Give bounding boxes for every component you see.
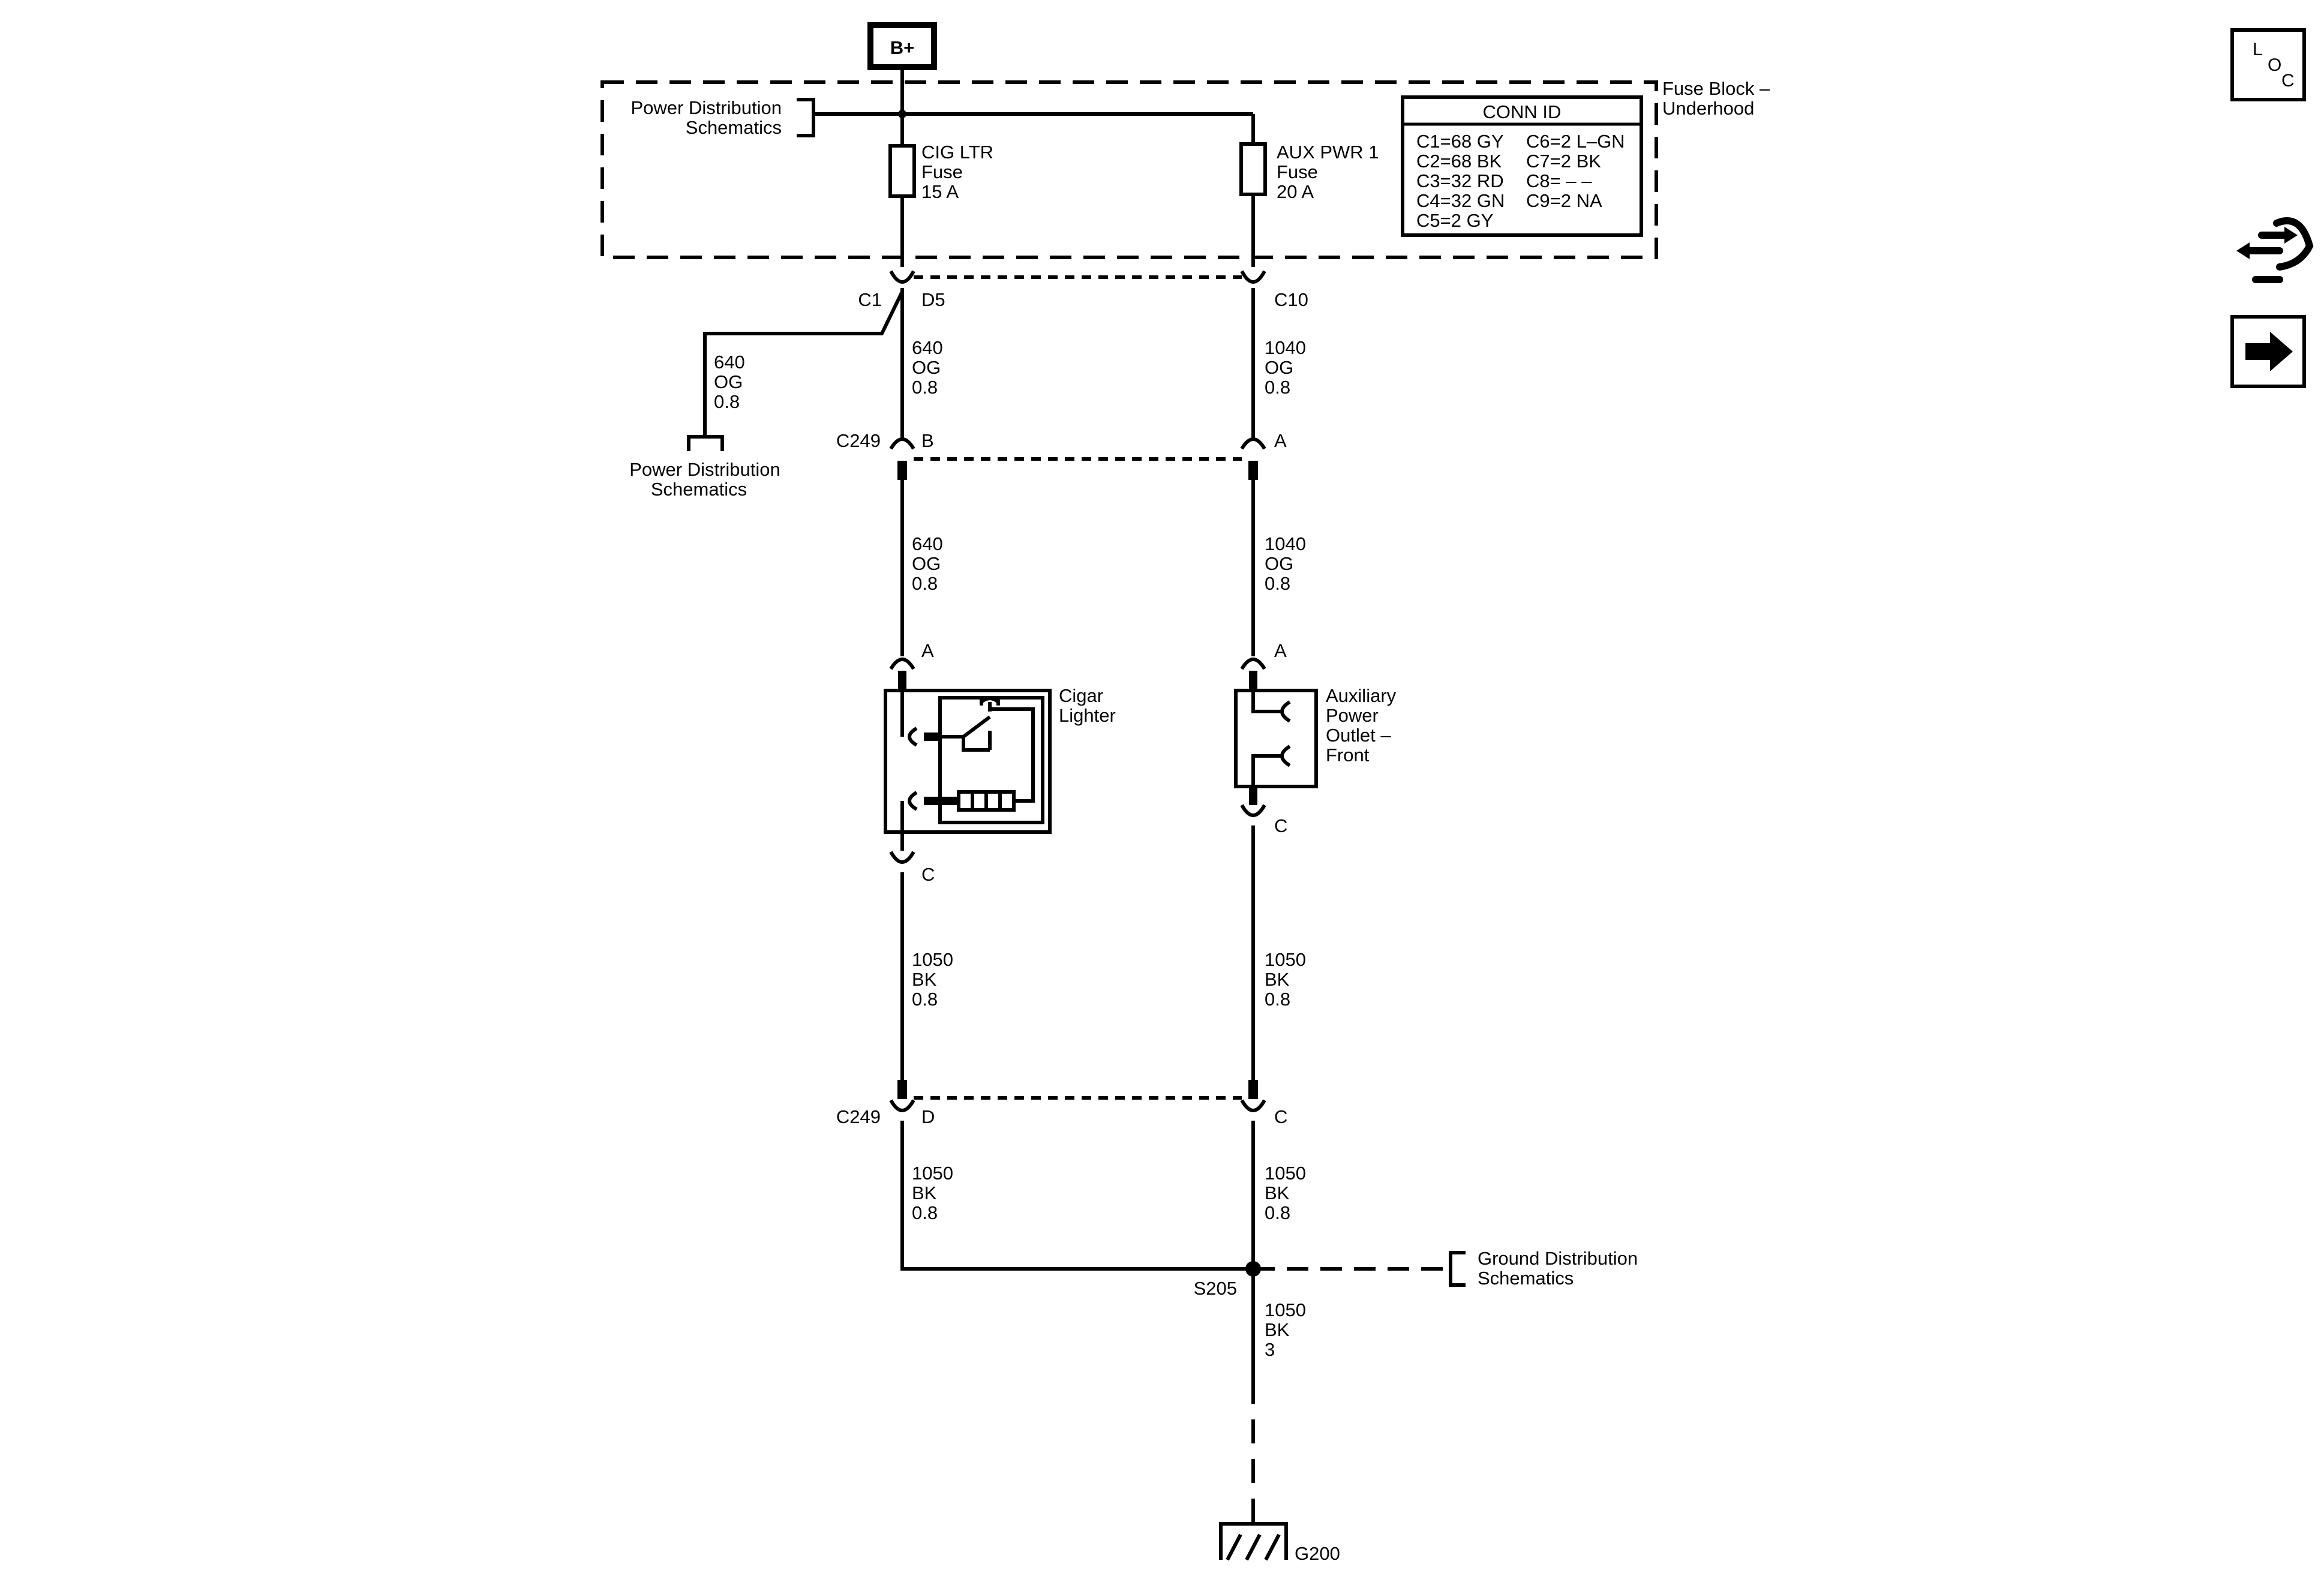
fuse-block-label-2: Underhood	[1662, 98, 1754, 119]
wire-left-1-circuit: 640	[912, 337, 943, 358]
connector-c249-top-b: B	[921, 430, 934, 451]
wire-right-1-gauge: 0.8	[1265, 377, 1290, 398]
conn-id-c3: C3=32 RD	[1416, 170, 1504, 191]
fuse-block-outline	[600, 80, 1658, 259]
wire-left-3-gauge: 0.8	[912, 989, 938, 1010]
connector-c1: C1	[858, 289, 882, 310]
aux-outlet-box	[1234, 689, 1318, 788]
ground-wire-gauge: 3	[1265, 1339, 1275, 1360]
aux-fuse-name: AUX PWR 1	[1277, 142, 1379, 163]
ground-wire-circuit: 1050	[1265, 1299, 1306, 1320]
wire-branch-circuit: 640	[714, 352, 745, 373]
aux-outlet-label-4: Front	[1326, 745, 1370, 766]
connector-d5: D5	[921, 289, 945, 310]
ground-label: G200	[1295, 1543, 1340, 1564]
aux-outlet-label-2: Power	[1326, 705, 1379, 726]
wire-left-4-color: BK	[912, 1182, 937, 1203]
conn-id-c7: C7=2 BK	[1526, 151, 1601, 172]
ground-dist-label-2: Schematics	[1478, 1268, 1574, 1289]
connector-view-icon[interactable]	[2232, 210, 2314, 294]
wire-left-2-gauge: 0.8	[912, 573, 938, 594]
location-button[interactable]: L O C	[2230, 28, 2306, 101]
connector-c10: C10	[1274, 289, 1308, 310]
wire-branch-gauge: 0.8	[714, 391, 740, 412]
next-page-button[interactable]	[2230, 315, 2306, 388]
aux-fuse-rating: 20 A	[1277, 181, 1314, 202]
ground-wire-color: BK	[1265, 1319, 1290, 1340]
connector-c249-bot-d: D	[921, 1106, 935, 1127]
wire-left-3-circuit: 1050	[912, 949, 953, 970]
conn-id-c9: C9=2 NA	[1526, 190, 1602, 211]
power-dist-left-label-2: Schematics	[651, 479, 747, 500]
connector-aux-out: C	[1274, 815, 1287, 836]
wire-right-3-color: BK	[1265, 969, 1290, 990]
connector-cig-out: C	[921, 864, 935, 885]
connector-aux-in: A	[1274, 640, 1287, 661]
battery-label: B+	[890, 37, 915, 58]
connector-cig-in: A	[921, 640, 934, 661]
cigar-lighter-label-1: Cigar	[1059, 685, 1103, 706]
wire-right-2-color: OG	[1265, 553, 1293, 574]
cigar-lighter-label-2: Lighter	[1059, 705, 1116, 726]
connector-c249-bot-c: C	[1274, 1106, 1287, 1127]
cigar-lighter-box	[884, 689, 1052, 834]
cig-fuse-symbol	[888, 144, 916, 198]
cig-fuse-label: Fuse	[921, 161, 963, 182]
connector-c249-top-a: A	[1274, 430, 1287, 451]
wire-branch-color: OG	[714, 371, 743, 392]
loc-letter-l: L	[2253, 40, 2263, 59]
wire-right-1-color: OG	[1265, 357, 1293, 378]
wire-left-4-gauge: 0.8	[912, 1202, 938, 1223]
conn-id-c6: C6=2 L–GN	[1526, 131, 1625, 152]
wire-left-1-gauge: 0.8	[912, 377, 938, 398]
fuse-block-label-1: Fuse Block –	[1662, 78, 1770, 99]
bus-junction-dot	[898, 110, 906, 118]
wire-right-2-gauge: 0.8	[1265, 573, 1290, 594]
conn-id-c4: C4=32 GN	[1416, 190, 1505, 211]
cig-fuse-rating: 15 A	[921, 181, 959, 202]
conn-id-c5: C5=2 GY	[1416, 210, 1493, 231]
wire-left-4-circuit: 1050	[912, 1163, 953, 1184]
wire-right-3-circuit: 1050	[1265, 949, 1306, 970]
wire-right-3-gauge: 0.8	[1265, 989, 1290, 1010]
aux-outlet-label-3: Outlet –	[1326, 725, 1391, 746]
right-arrow-icon	[2245, 332, 2293, 371]
wire-right-4-color: BK	[1265, 1182, 1290, 1203]
ground-symbol	[1219, 1522, 1288, 1560]
connector-c249-top: C249	[836, 430, 881, 451]
power-dist-top-label-2: Schematics	[686, 117, 782, 138]
conn-id-c1: C1=68 GY	[1416, 131, 1504, 152]
conn-id-c8: C8= – –	[1526, 170, 1592, 191]
wire-right-2-circuit: 1040	[1265, 533, 1306, 554]
conn-id-c2: C2=68 BK	[1416, 151, 1502, 172]
splice-s205-dot	[1245, 1261, 1261, 1277]
wire-right-4-gauge: 0.8	[1265, 1202, 1290, 1223]
loc-letter-o: O	[2268, 55, 2281, 75]
wire-left-2-circuit: 640	[912, 533, 943, 554]
aux-outlet-label-1: Auxiliary	[1326, 685, 1397, 706]
ground-dist-label-1: Ground Distribution	[1478, 1248, 1638, 1269]
conn-id-title: CONN ID	[1483, 101, 1562, 122]
connector-c249-bot: C249	[836, 1106, 881, 1127]
power-dist-top-label-1: Power Distribution	[630, 97, 782, 118]
power-dist-left-label-1: Power Distribution	[629, 459, 780, 480]
conn-id-table: CONN ID C1=68 GY C2=68 BK C3=32 RD C4=32…	[1401, 95, 1643, 237]
cig-fuse-name: CIG LTR	[921, 142, 993, 163]
aux-fuse-symbol	[1239, 142, 1267, 196]
wire-left-2-color: OG	[912, 553, 941, 574]
wire-left-1-color: OG	[912, 357, 941, 378]
wire-right-4-circuit: 1050	[1265, 1163, 1306, 1184]
splice-label: S205	[1194, 1278, 1237, 1299]
loc-letter-c: C	[2281, 71, 2295, 91]
power-dist-top-bracket	[797, 98, 815, 137]
wire-right-1-circuit: 1040	[1265, 337, 1306, 358]
aux-fuse-label: Fuse	[1277, 161, 1318, 182]
wire-left-3-color: BK	[912, 969, 937, 990]
